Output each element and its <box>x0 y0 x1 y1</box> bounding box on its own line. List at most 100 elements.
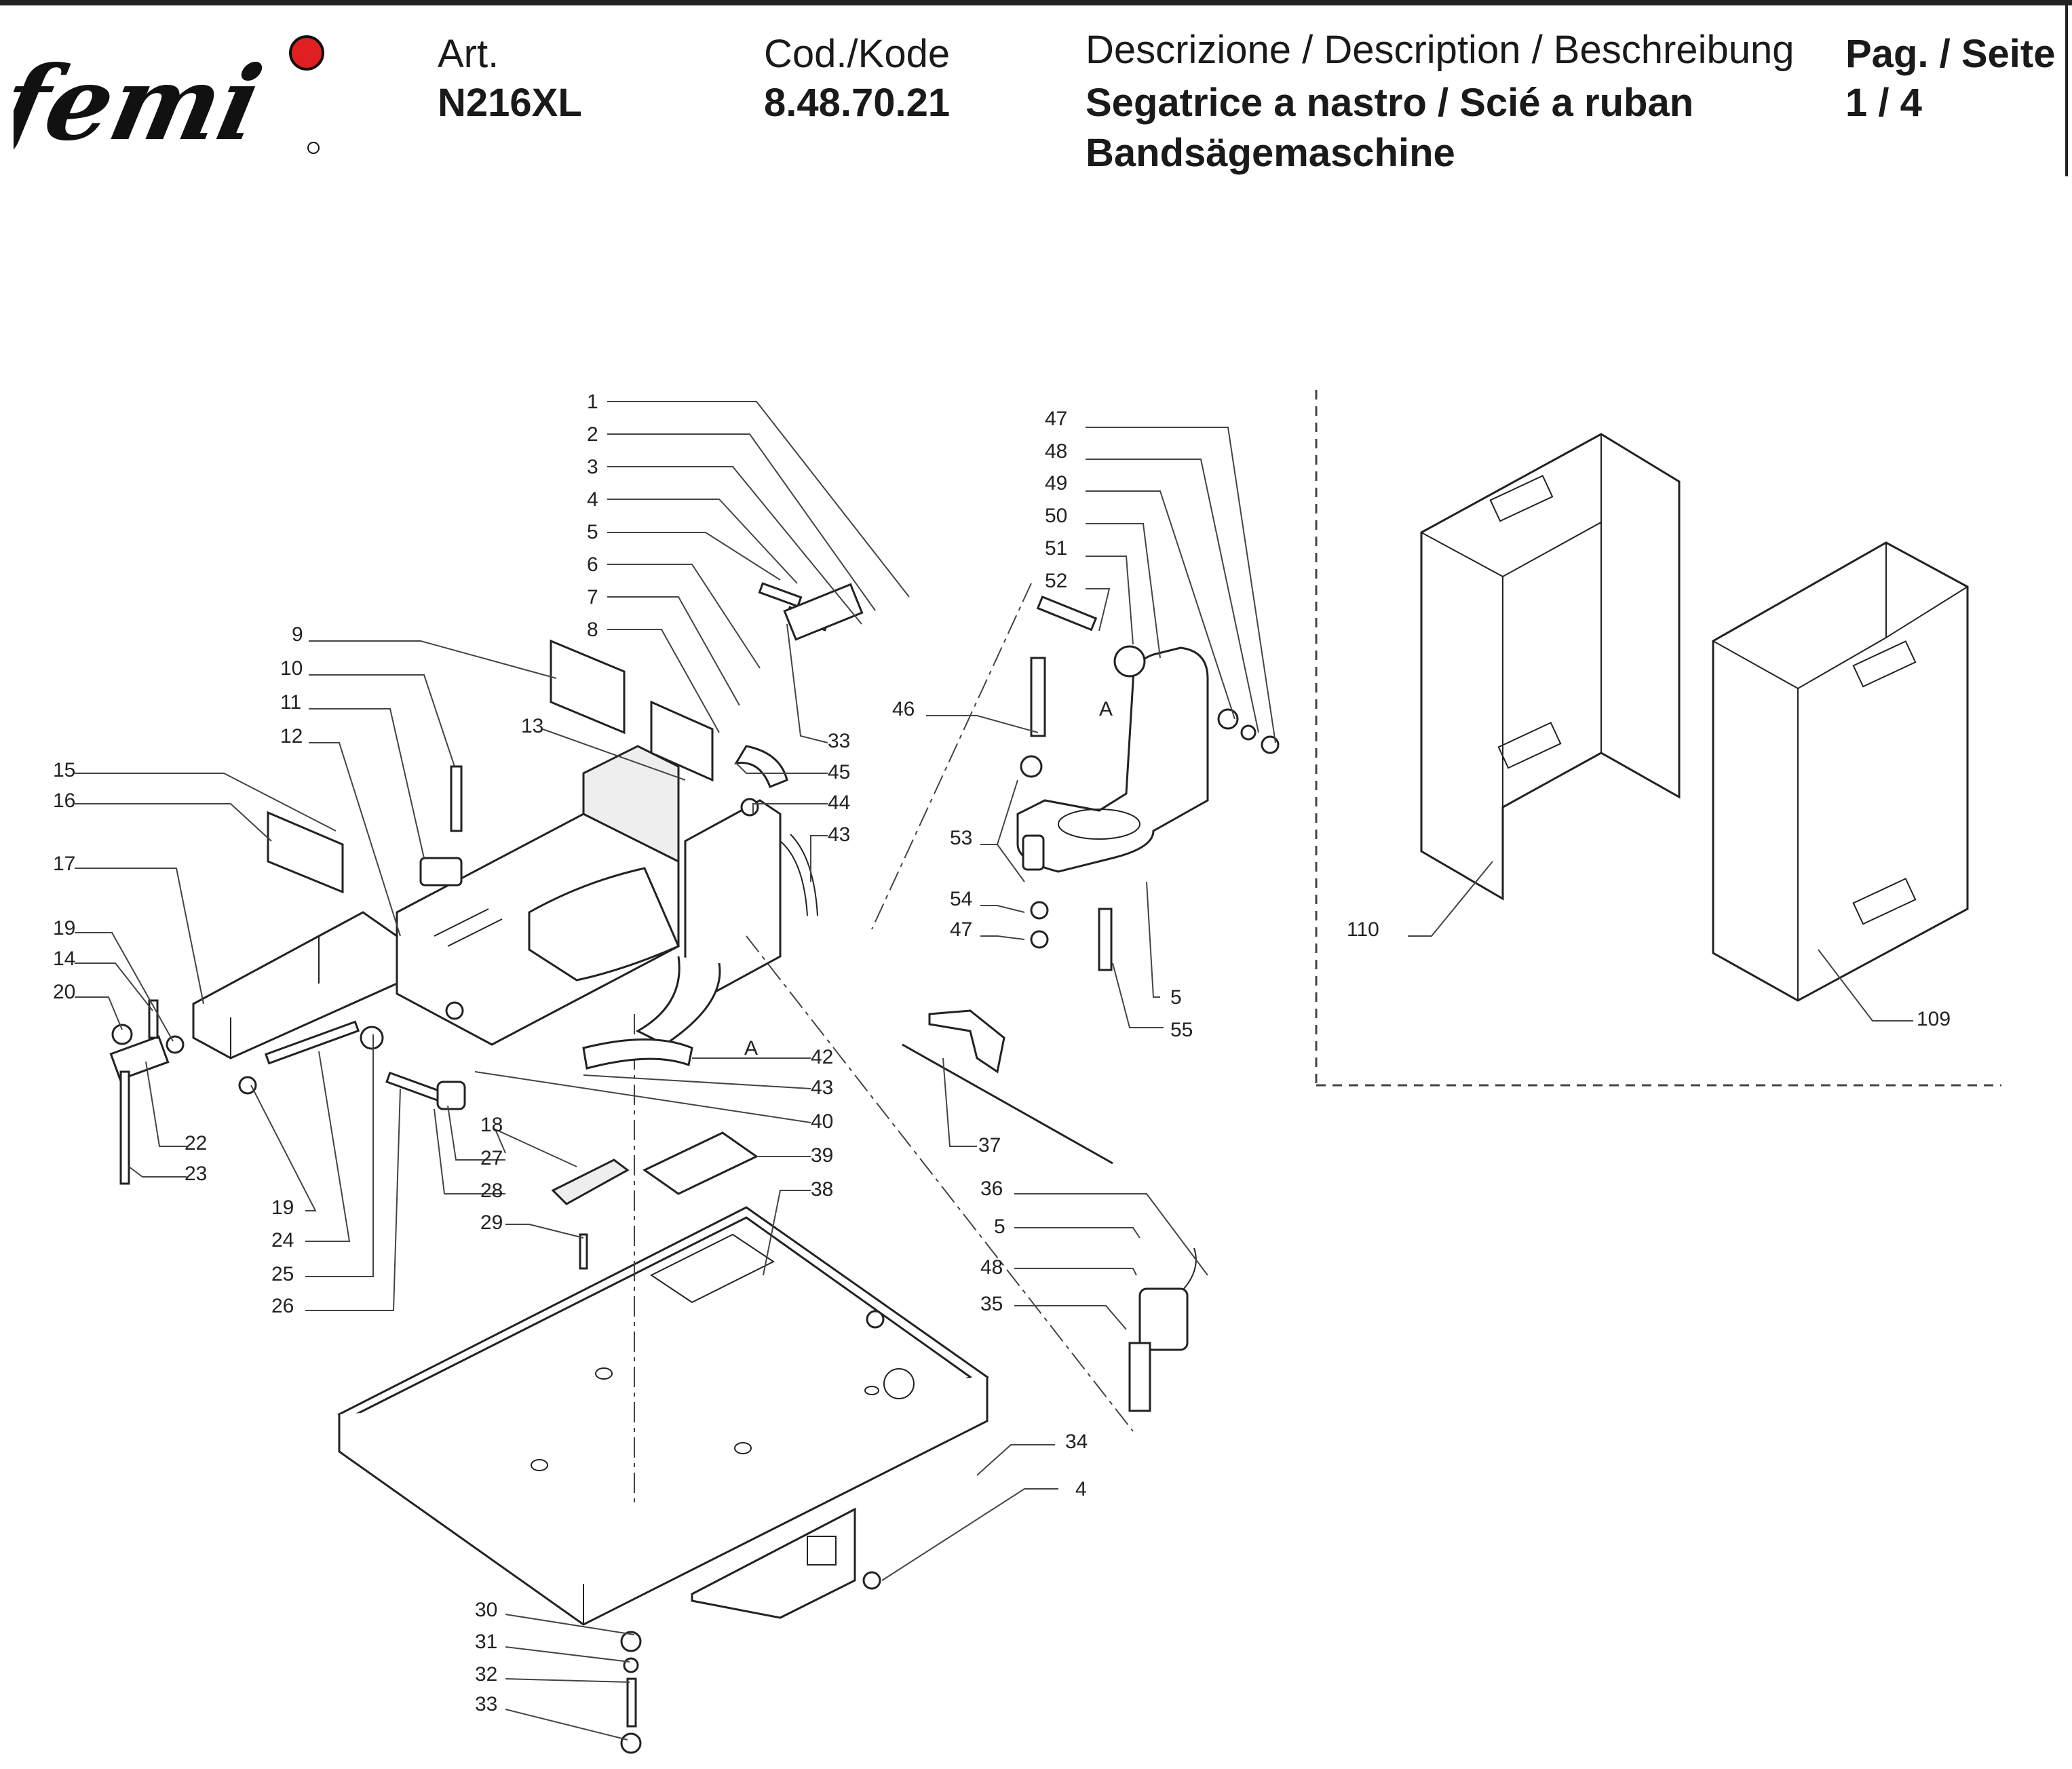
callout-31: 31 <box>475 1631 497 1653</box>
description-line-2: Bandsägemaschine <box>1086 131 1455 175</box>
code-value: 8.48.70.21 <box>764 81 951 125</box>
callout-30: 30 <box>475 1599 497 1621</box>
callout-5: 5 <box>587 521 598 543</box>
logo-red-dot <box>289 35 324 71</box>
callout-23: 23 <box>185 1163 207 1185</box>
section-marker-a-2: A <box>744 1037 758 1060</box>
code-label: Cod./Kode <box>764 32 951 76</box>
callout-28: 28 <box>480 1180 503 1202</box>
callout-51: 51 <box>1045 537 1067 560</box>
callout-52: 52 <box>1045 570 1067 592</box>
callout-33-b: 33 <box>475 1693 497 1715</box>
callout-54: 54 <box>950 888 972 910</box>
callout-5-b: 5 <box>1170 986 1182 1009</box>
callout-50: 50 <box>1045 505 1067 527</box>
base-tray-34 <box>337 1206 989 1626</box>
callout-43-b: 43 <box>811 1076 833 1099</box>
description-line-1: Segatrice a nastro / Scié a ruban <box>1086 81 1694 125</box>
plate-39 <box>642 1131 759 1195</box>
guard-panel-109 <box>1712 541 1969 1002</box>
callout-22: 22 <box>185 1132 207 1154</box>
callout-10: 10 <box>280 657 303 680</box>
art-value: N216XL <box>438 81 582 125</box>
femi-logo: femi <box>0 27 339 163</box>
callout-19: 19 <box>53 917 75 939</box>
callout-8: 8 <box>587 619 598 641</box>
callout-14: 14 <box>53 948 75 970</box>
callout-13: 13 <box>521 715 543 737</box>
callout-48-b: 48 <box>980 1256 1003 1279</box>
callout-15: 15 <box>53 759 75 781</box>
callout-33: 33 <box>828 730 850 752</box>
callout-1: 1 <box>587 391 598 413</box>
callout-3: 3 <box>587 456 598 478</box>
callout-36: 36 <box>980 1178 1003 1200</box>
callout-20: 20 <box>53 981 75 1003</box>
guard-panels-frame <box>1315 390 2001 1087</box>
callout-37: 37 <box>978 1134 1001 1156</box>
callout-53: 53 <box>950 827 972 849</box>
center-axis-2 <box>871 583 1032 930</box>
logo-wordmark: femi <box>14 44 271 163</box>
guard-panel-110 <box>1420 433 1681 901</box>
callout-7: 7 <box>587 586 598 608</box>
callout-18: 18 <box>480 1114 503 1136</box>
callout-25: 25 <box>271 1263 294 1285</box>
callout-24: 24 <box>271 1229 294 1251</box>
center-axis-3 <box>746 935 1134 1432</box>
handle-lever-37 <box>902 1009 1113 1165</box>
jaw-plate-16 <box>267 811 344 894</box>
callout-40: 40 <box>811 1110 833 1133</box>
page-label: Pag. / Seite <box>1845 32 2056 76</box>
callout-110: 110 <box>1347 918 1379 941</box>
jaw-plate-9 <box>550 639 626 735</box>
callout-29: 29 <box>480 1211 503 1234</box>
callout-labels: 1 2 3 4 5 6 7 8 9 10 11 12 13 15 16 17 1… <box>53 391 1951 1715</box>
jaw-plate-8 <box>650 700 714 782</box>
callout-19-b: 19 <box>271 1197 294 1219</box>
callout-11: 11 <box>280 691 301 714</box>
vise-arm-17 <box>192 911 398 1060</box>
page-value: 1 / 4 <box>1845 81 1922 125</box>
callout-9: 9 <box>292 623 303 646</box>
callout-35: 35 <box>980 1293 1003 1315</box>
callout-4: 4 <box>587 488 598 511</box>
callout-4-b: 4 <box>1075 1478 1087 1500</box>
callout-47: 47 <box>1045 408 1067 430</box>
registered-mark <box>307 142 320 154</box>
callout-16: 16 <box>53 790 75 812</box>
callout-46: 46 <box>892 698 915 720</box>
leader-lines <box>75 401 1913 1741</box>
clamp-18 <box>551 1159 630 1205</box>
hardware <box>109 582 1280 1754</box>
vise-body <box>396 745 782 1046</box>
section-marker-a-1: A <box>1099 698 1113 720</box>
callout-55: 55 <box>1170 1019 1193 1041</box>
arm-bracket-52 <box>1016 646 1209 873</box>
callout-12: 12 <box>280 725 303 747</box>
coolant-pump-35 <box>1128 1247 1197 1412</box>
callout-42: 42 <box>811 1046 833 1068</box>
callout-44: 44 <box>828 792 850 814</box>
callout-38: 38 <box>811 1178 833 1201</box>
callout-2: 2 <box>587 423 598 446</box>
callout-39: 39 <box>811 1144 833 1167</box>
callout-32: 32 <box>475 1663 497 1686</box>
callout-109: 109 <box>1917 1008 1951 1030</box>
callout-43: 43 <box>828 823 850 846</box>
callout-48: 48 <box>1045 440 1067 463</box>
callout-49: 49 <box>1045 472 1067 494</box>
callout-34: 34 <box>1065 1431 1088 1453</box>
callout-45: 45 <box>828 761 850 783</box>
callout-17: 17 <box>53 853 75 875</box>
art-label: Art. <box>438 32 499 76</box>
callout-27: 27 <box>480 1147 503 1169</box>
description-label: Descrizione / Description / Beschreibung <box>1086 28 1795 72</box>
header-top-rule <box>0 0 2072 5</box>
callout-47-b: 47 <box>950 918 972 941</box>
callout-26: 26 <box>271 1295 294 1317</box>
header-right-rule <box>2065 0 2068 176</box>
callout-6: 6 <box>587 553 598 576</box>
callout-5-c: 5 <box>994 1216 1005 1238</box>
